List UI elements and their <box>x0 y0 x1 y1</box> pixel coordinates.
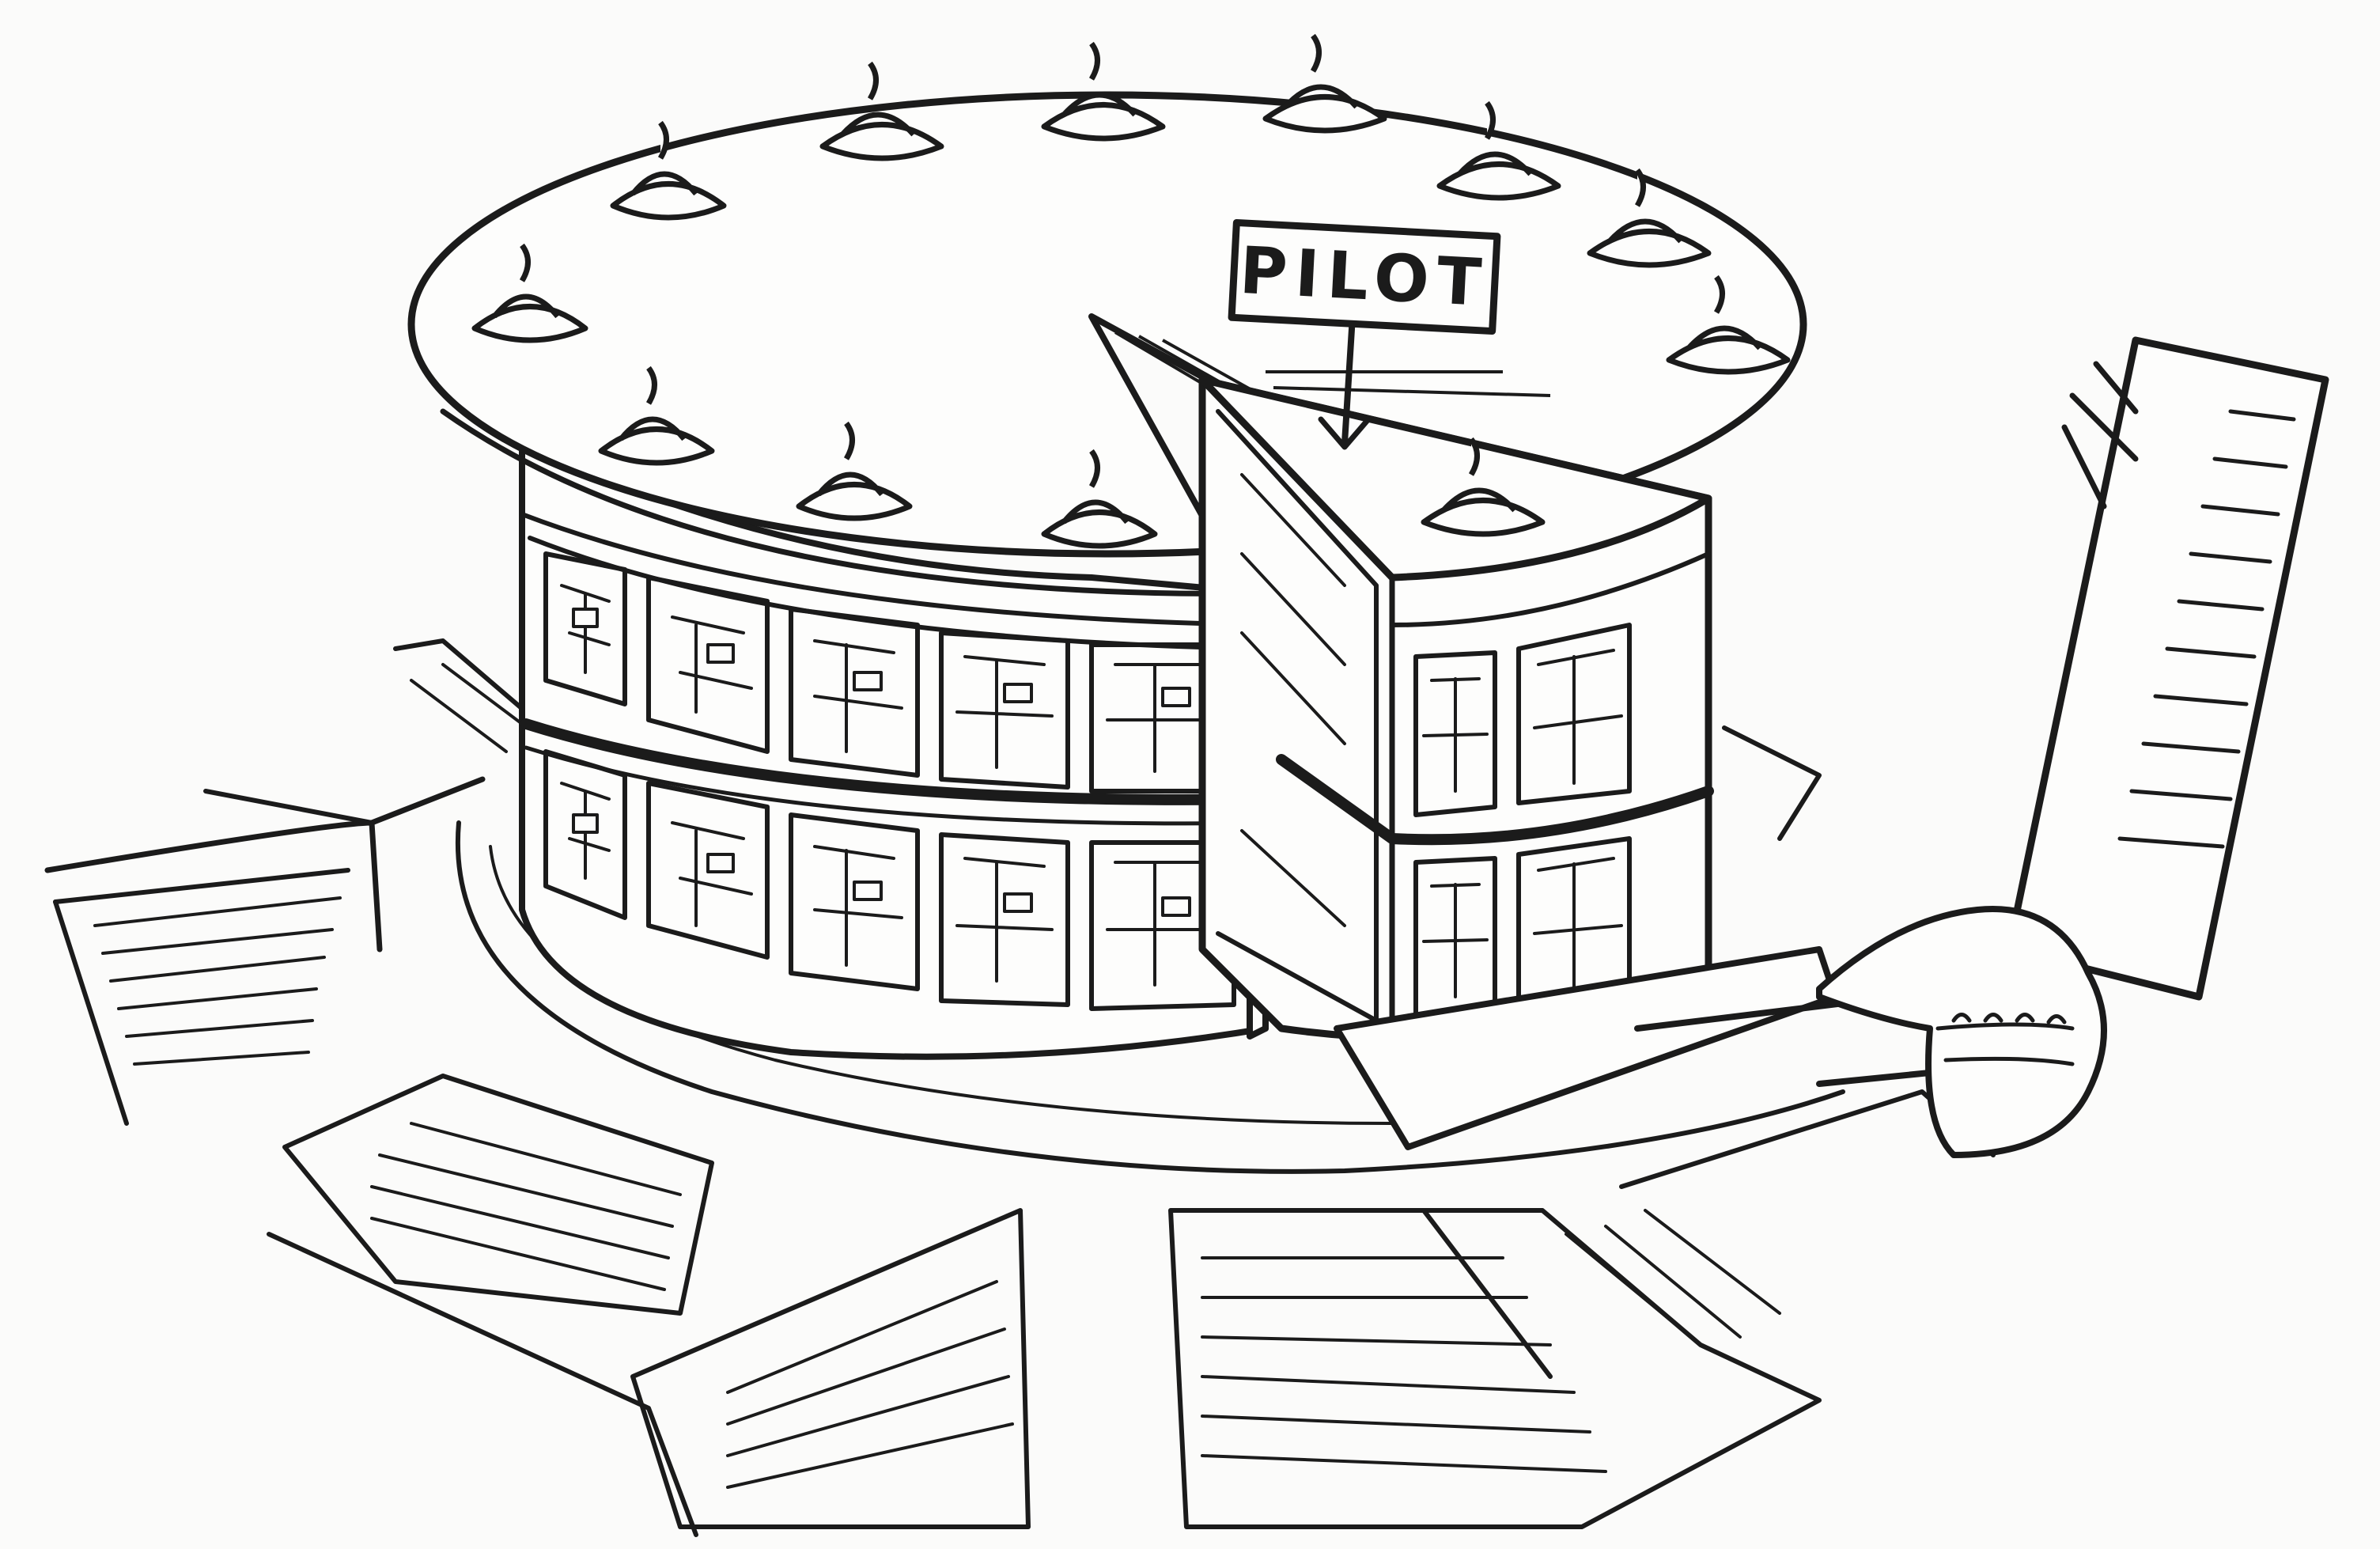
pilot-sign: PILOT <box>1228 218 1501 450</box>
pilot-slice <box>1198 376 1714 1042</box>
cake <box>407 33 1807 1060</box>
hand-with-server <box>1334 336 2329 1158</box>
pilot-sign-label: PILOT <box>1238 233 1491 321</box>
frosting-dollops <box>471 33 1791 549</box>
